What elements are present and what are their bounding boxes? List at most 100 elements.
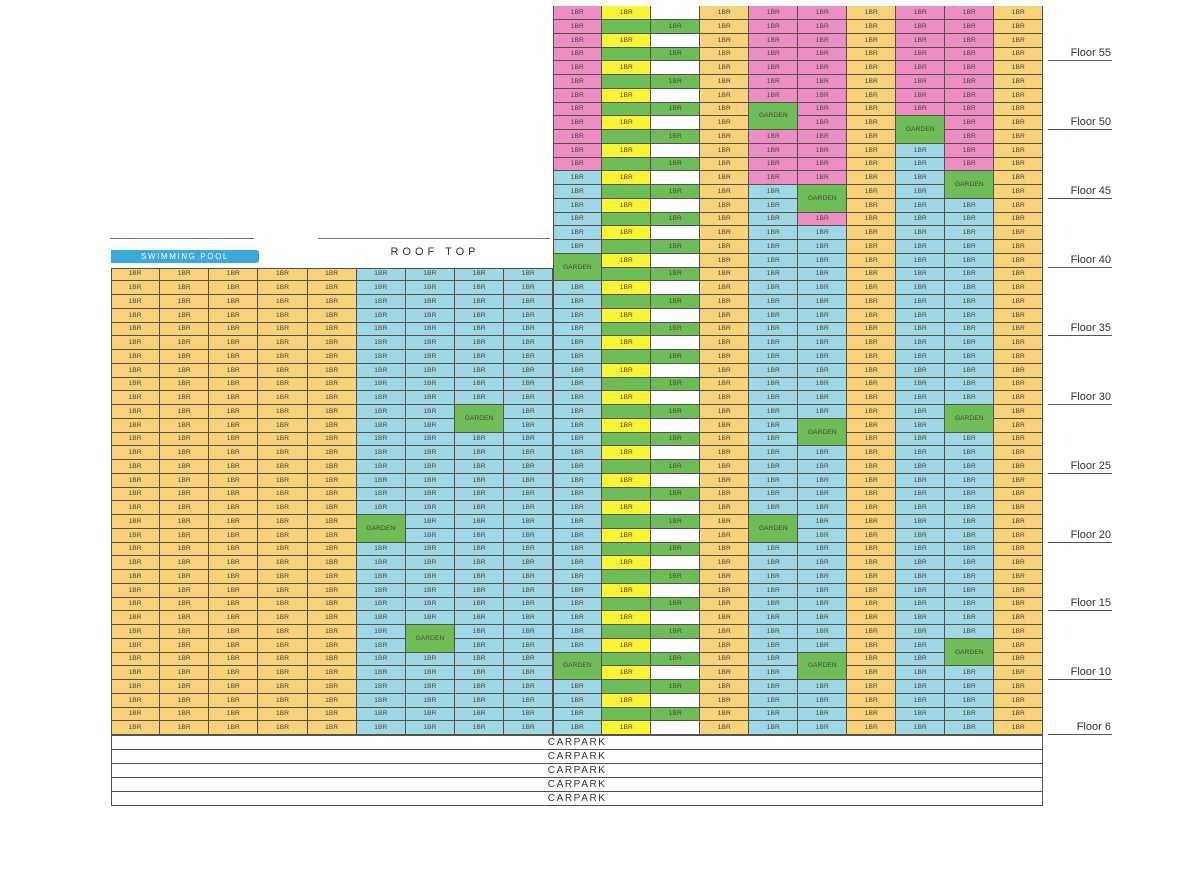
- unit-cell: 1BR: [994, 487, 1044, 502]
- void-cell: [602, 75, 652, 89]
- unit-cell: 1BR: [356, 418, 406, 433]
- unit-cell: 1BR: [356, 501, 406, 515]
- void-cell: [651, 281, 701, 295]
- unit-cell: 1BR: [455, 501, 505, 515]
- unit-cell: 1BR: [896, 240, 946, 254]
- unit-cell: 1BR: [896, 487, 946, 502]
- unit-cell: 1BR: [405, 350, 456, 364]
- unit-cell: 1BR: [455, 515, 505, 529]
- unit-cell: 1BR: [847, 583, 897, 598]
- unit-cell: 1BR: [847, 432, 897, 447]
- unit-cell: 1BR: [209, 460, 259, 474]
- unit-cell: 1BR: [160, 528, 210, 543]
- unit-cell: 1BR: [749, 460, 799, 474]
- unit-cell: 1BR: [553, 377, 603, 392]
- unit-cell: 1BR: [209, 281, 259, 295]
- unit-cell: 1BR: [602, 198, 652, 213]
- unit-cell: 1BR: [798, 693, 848, 708]
- unit-cell: 1BR: [307, 322, 357, 337]
- unit-cell: 1BR: [356, 666, 406, 680]
- unit-cell: 1BR: [111, 336, 161, 350]
- unit-cell: 1BR: [798, 446, 848, 460]
- unit-cell: 1BR: [455, 432, 505, 447]
- unit-cell: 1BR: [258, 597, 308, 612]
- unit-cell: 1BR: [356, 597, 406, 612]
- unit-cell: 1BR: [749, 363, 799, 378]
- unit-cell: 1BR: [455, 556, 505, 570]
- unit-cell: 1BR: [798, 212, 848, 227]
- unit-cell: 1BR: [896, 418, 946, 433]
- unit-cell: 1BR: [111, 542, 161, 557]
- unit-cell: 1BR: [798, 556, 848, 570]
- unit-cell: 1BR: [602, 556, 652, 570]
- unit-cell: 1BR: [307, 487, 357, 502]
- void-cell: [602, 515, 652, 529]
- unit-cell: 1BR: [994, 240, 1044, 254]
- unit-cell: 1BR: [111, 322, 161, 337]
- void-cell: [602, 185, 652, 199]
- unit-cell: 1BR: [553, 707, 603, 722]
- unit-cell: 1BR: [553, 226, 603, 240]
- unit-cell: 1BR: [994, 446, 1044, 460]
- unit-cell: 1BR: [209, 363, 259, 378]
- unit-cell: 1BR: [602, 116, 652, 130]
- unit-cell: 1BR: [749, 20, 799, 34]
- unit-cell: 1BR: [700, 446, 750, 460]
- unit-cell: 1BR: [896, 61, 946, 75]
- unit-cell: 1BR: [896, 363, 946, 378]
- unit-cell: 1BR: [455, 487, 505, 502]
- unit-cell: 1BR: [798, 542, 848, 557]
- unit-cell: 1BR: [700, 363, 750, 378]
- unit-cell: 1BR: [504, 666, 554, 680]
- unit-cell: 1BR: [994, 6, 1044, 20]
- unit-cell: 1BR: [945, 583, 995, 598]
- unit-cell: 1BR: [209, 336, 259, 350]
- unit-cell: 1BR: [553, 322, 603, 337]
- unit-cell: 1BR: [896, 295, 946, 309]
- unit-cell: 1BR: [111, 625, 161, 639]
- unit-cell: 1BR: [504, 721, 554, 735]
- unit-cell: 1BR: [651, 515, 701, 529]
- void-cell: [602, 625, 652, 639]
- unit-cell: 1BR: [847, 322, 897, 337]
- unit-cell: 1BR: [749, 625, 799, 639]
- unit-cell: 1BR: [896, 226, 946, 240]
- unit-cell: 1BR: [209, 418, 259, 433]
- unit-cell: 1BR: [160, 638, 210, 653]
- unit-cell: 1BR: [553, 528, 603, 543]
- unit-cell: 1BR: [160, 322, 210, 337]
- unit-cell: 1BR: [455, 542, 505, 557]
- unit-cell: 1BR: [553, 418, 603, 433]
- unit-cell: 1BR: [798, 33, 848, 48]
- unit-cell: 1BR: [504, 460, 554, 474]
- unit-cell: 1BR: [356, 336, 406, 350]
- unit-cell: 1BR: [700, 6, 750, 20]
- unit-cell: 1BR: [700, 20, 750, 34]
- unit-cell: 1BR: [356, 721, 406, 735]
- unit-cell: 1BR: [798, 336, 848, 350]
- unit-cell: 1BR: [798, 515, 848, 529]
- unit-cell: 1BR: [111, 707, 161, 722]
- unit-cell: 1BR: [455, 693, 505, 708]
- unit-cell: 1BR: [994, 418, 1044, 433]
- unit-cell: 1BR: [405, 336, 456, 350]
- unit-cell: 1BR: [798, 680, 848, 694]
- unit-cell: 1BR: [307, 583, 357, 598]
- void-cell: [602, 377, 652, 392]
- unit-cell: 1BR: [455, 707, 505, 722]
- unit-cell: 1BR: [749, 418, 799, 433]
- unit-cell: 1BR: [847, 47, 897, 62]
- unit-cell: 1BR: [602, 473, 652, 488]
- unit-cell: 1BR: [847, 295, 897, 309]
- unit-cell: 1BR: [847, 597, 897, 612]
- unit-cell: 1BR: [700, 102, 750, 117]
- unit-cell: 1BR: [945, 391, 995, 405]
- unit-cell: 1BR: [553, 405, 603, 419]
- unit-cell: 1BR: [945, 102, 995, 117]
- unit-cell: 1BR: [405, 391, 456, 405]
- unit-cell: 1BR: [209, 405, 259, 419]
- unit-cell: 1BR: [700, 501, 750, 515]
- unit-cell: 1BR: [896, 515, 946, 529]
- unit-cell: 1BR: [356, 322, 406, 337]
- unit-cell: 1BR: [847, 666, 897, 680]
